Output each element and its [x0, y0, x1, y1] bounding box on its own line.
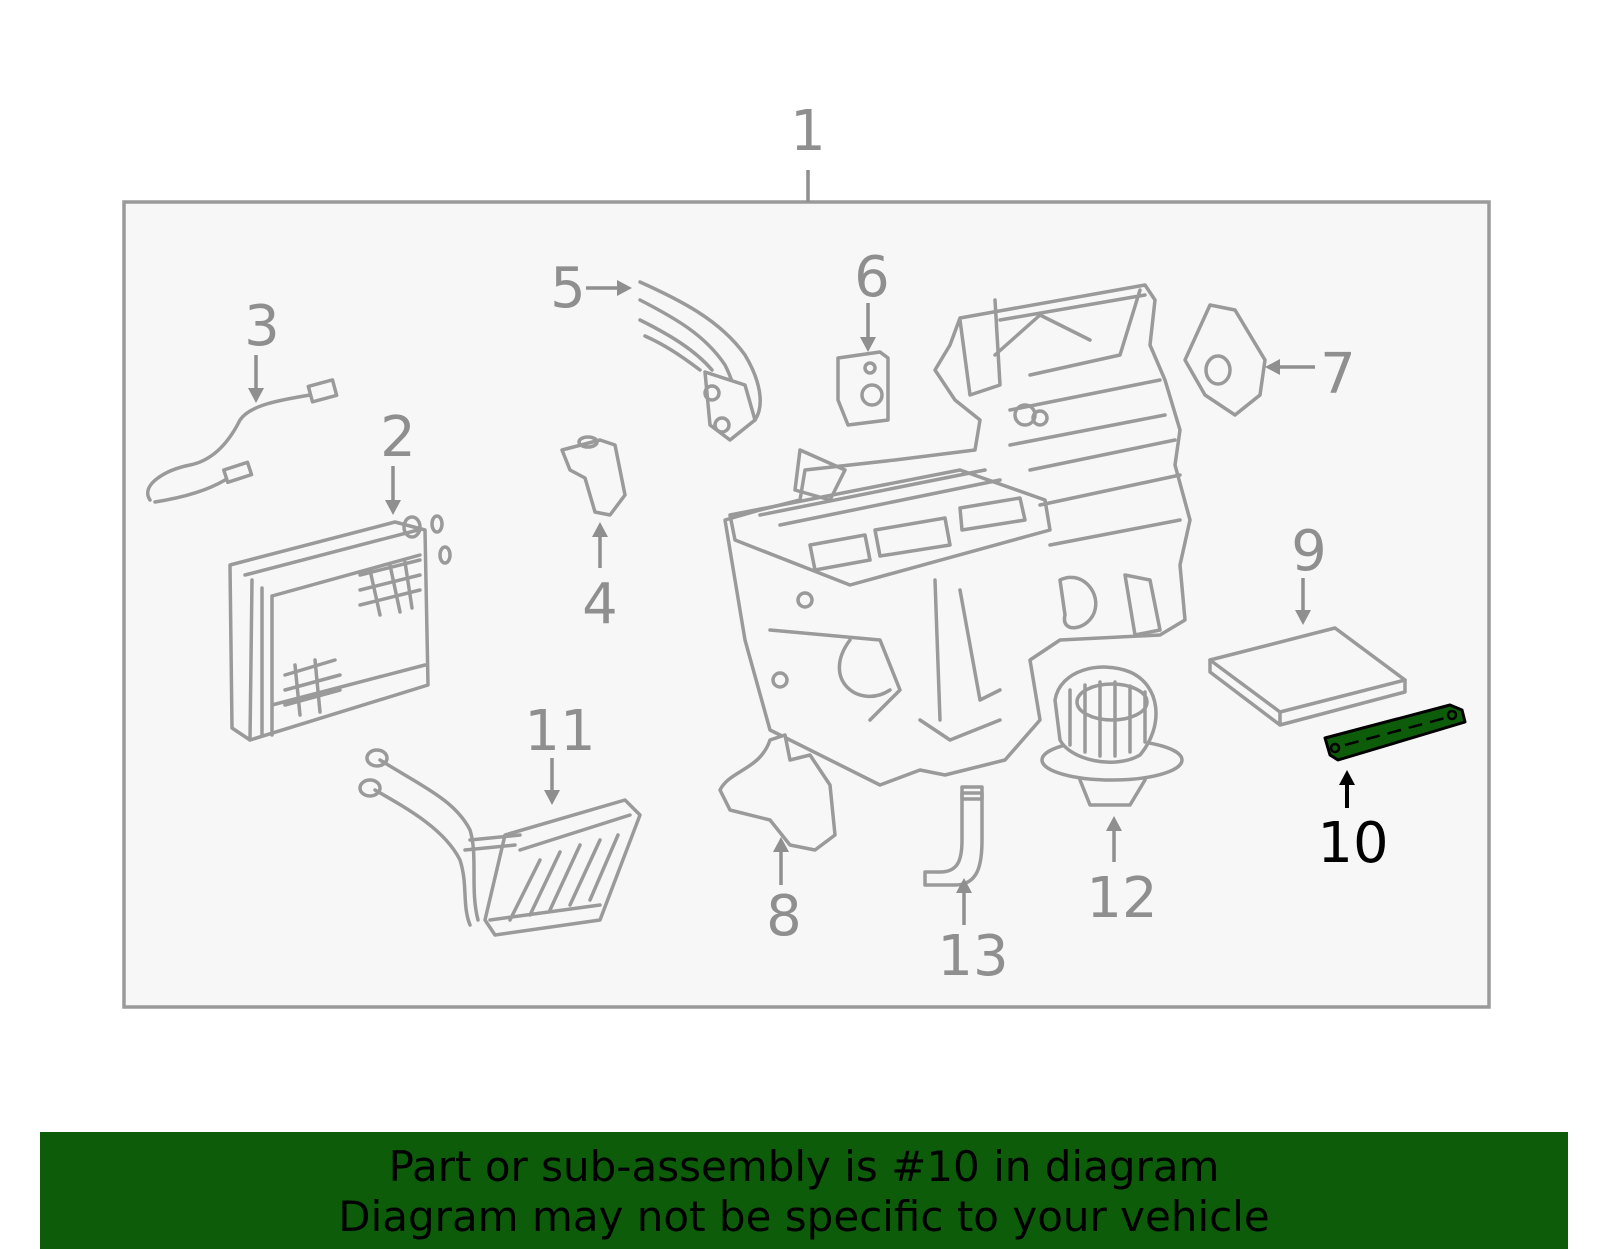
callout-13: 13 [937, 924, 1008, 989]
callout-2: 2 [380, 405, 416, 470]
part-5-hose [638, 280, 762, 442]
callout-8: 8 [766, 884, 802, 949]
part-2-evaporator [228, 514, 452, 742]
callout-6: 6 [854, 245, 890, 310]
callout-11: 11 [524, 699, 595, 764]
part-10-filter-cover [1323, 703, 1467, 762]
info-banner: Part or sub-assembly is #10 in diagram D… [40, 1132, 1568, 1249]
banner-line-1: Part or sub-assembly is #10 in diagram [388, 1142, 1220, 1191]
callout-9: 9 [1291, 519, 1327, 584]
hvac-case [723, 283, 1192, 787]
part-6-actuator [836, 350, 890, 427]
part-4-expansion-valve [560, 435, 627, 517]
callout-10: 10 [1317, 811, 1388, 876]
part-13-drain-hose [923, 785, 984, 887]
banner-line-2: Diagram may not be specific to your vehi… [338, 1192, 1270, 1241]
callout-3: 3 [244, 294, 280, 359]
callout-5: 5 [550, 256, 586, 321]
callout-12: 12 [1086, 866, 1157, 931]
callout-7: 7 [1320, 342, 1356, 407]
callout-1: 1 [790, 99, 826, 164]
part-12-blower [1040, 665, 1184, 807]
part-11-heater-core [358, 748, 642, 937]
part-3-thermistor [146, 378, 339, 504]
part-9-filter [1208, 626, 1407, 727]
part-7-servo [1183, 303, 1267, 417]
callout-4: 4 [582, 572, 618, 637]
part-8-duct [718, 733, 837, 852]
